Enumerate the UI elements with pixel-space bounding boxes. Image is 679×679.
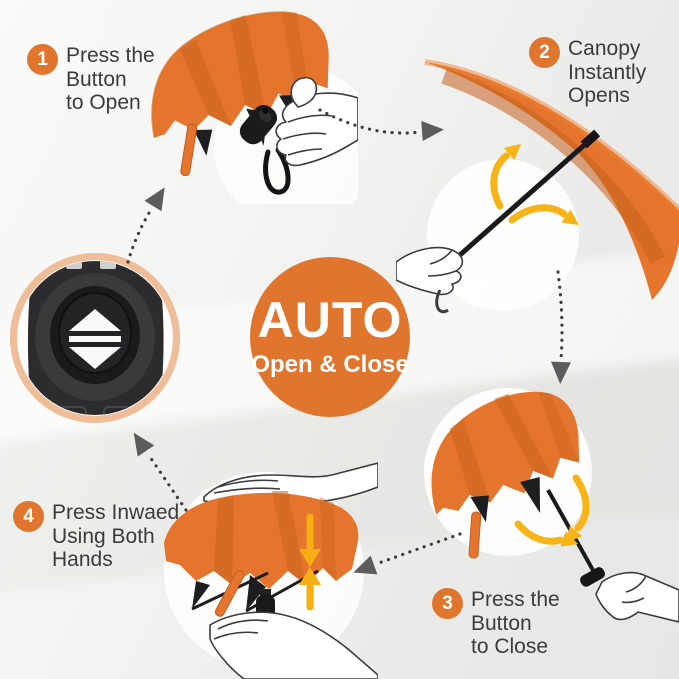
backing-circle <box>427 159 579 311</box>
step2-badge: 2 <box>529 37 560 68</box>
step4-line1: Press Inwaed <box>52 501 180 524</box>
button-closeup-image <box>10 253 180 423</box>
bottom-hand-sketch <box>209 611 378 679</box>
folded-canopy <box>151 11 329 156</box>
flow-arrow-step3-to-step4 <box>374 532 462 566</box>
umbrella-shaft <box>450 138 592 264</box>
hand-sketch <box>275 76 358 167</box>
step3-label: 3 Press the Button to Close <box>432 588 582 659</box>
step1-line2: Button <box>66 67 127 91</box>
step1-label: 1 Press the Button to Open <box>27 44 177 115</box>
press-both-hands-image <box>164 462 378 679</box>
yellow-motion-arrows <box>514 474 590 547</box>
ring-stroke <box>10 253 180 423</box>
umbrella-strap <box>214 570 245 617</box>
step4-line2: Using Both <box>52 524 155 548</box>
open-umbrella-image <box>396 59 679 314</box>
auto-title: AUTO <box>257 292 403 348</box>
flow-arrow-button-to-step1 <box>126 206 154 264</box>
umbrella-strap <box>468 511 482 559</box>
step1-line1: Press the <box>66 44 155 67</box>
yellow-press-arrows <box>299 513 321 611</box>
step2-line1: Canopy <box>568 37 641 60</box>
flow-arrow-step1-to-step2 <box>318 108 422 135</box>
step2-label: 2 Canopy Instantly Opens <box>529 37 674 108</box>
auto-subtitle: Open & Close <box>251 351 409 378</box>
step3-line1: Press the <box>471 588 560 611</box>
flow-arrow-step2-to-step3 <box>556 270 564 362</box>
umbrella-strap <box>180 123 198 177</box>
open-close-button-icon <box>69 309 121 369</box>
folded-umbrella-close-step-image <box>424 388 679 623</box>
step2-line2: Instantly <box>568 60 647 84</box>
flow-arrowheads <box>133 121 571 575</box>
hand-sketch <box>396 246 464 314</box>
step3-line2: Button <box>471 611 532 635</box>
step4-line3: Hands <box>52 548 113 571</box>
folded-canopy <box>431 391 580 523</box>
step1-badge: 1 <box>27 44 58 75</box>
umbrella-handle <box>239 104 278 145</box>
step2-line3: Opens <box>568 84 630 107</box>
step3-line3: to Close <box>471 635 549 658</box>
step4-badge: 4 <box>13 501 44 532</box>
folded-umbrella-open-step-image <box>151 11 358 204</box>
wrist-strap-loop <box>263 147 291 195</box>
step4-text: Press Inwaed Using Both Hands <box>52 501 179 572</box>
auto-open-close-badge: AUTO Open & Close <box>250 257 410 417</box>
step1-line3: to Open <box>66 91 141 114</box>
step4-label: 4 Press Inwaed Using Both Hands <box>13 501 183 572</box>
handle-closeup <box>18 261 172 415</box>
step3-badge: 3 <box>432 588 463 619</box>
step2-text: Canopy Instantly Opens <box>568 37 646 108</box>
step1-text: Press the Button to Open <box>66 44 155 115</box>
yellow-motion-arrows <box>490 143 580 226</box>
hand-sketch <box>595 571 679 623</box>
step3-text: Press the Button to Close <box>471 588 560 659</box>
umbrella-handle <box>580 567 605 587</box>
